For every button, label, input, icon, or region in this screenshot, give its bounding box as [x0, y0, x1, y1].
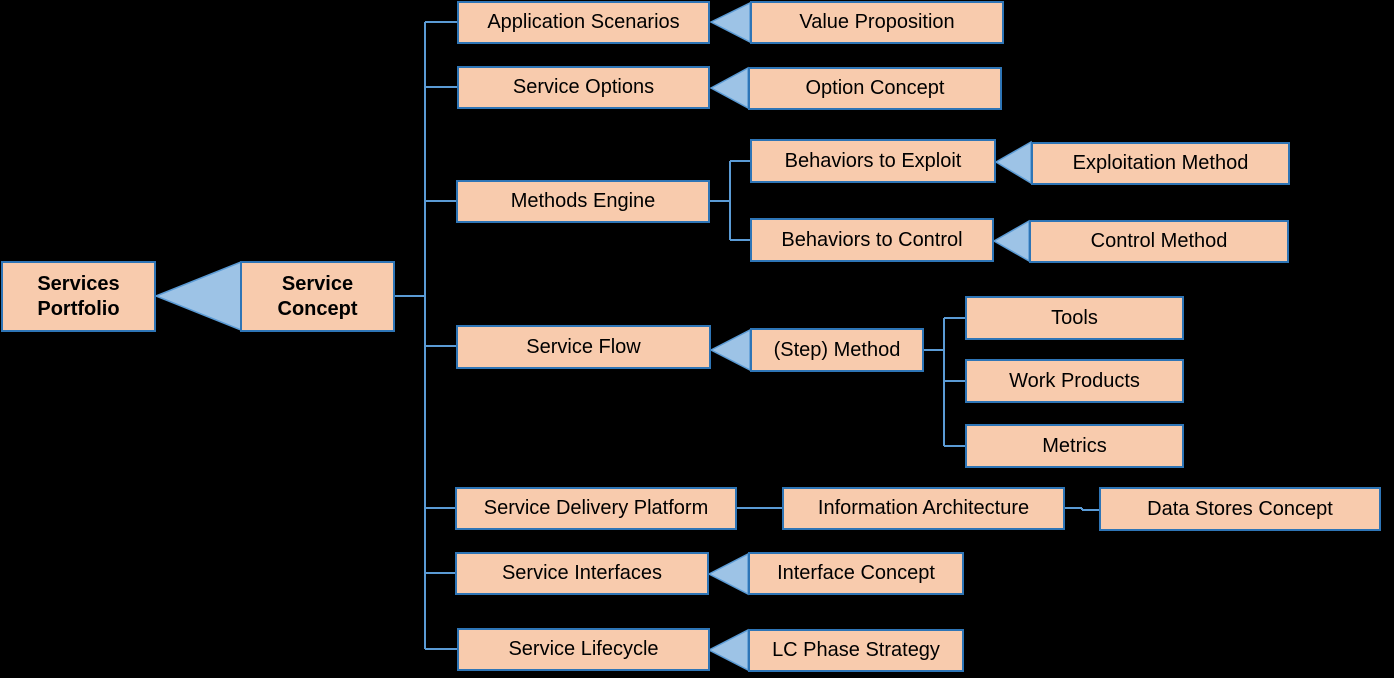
node-data-stores-concept: Data Stores Concept [1099, 487, 1381, 531]
node-service-lifecycle: Service Lifecycle [457, 628, 710, 671]
node-label: Data Stores Concept [1147, 497, 1333, 520]
node-metrics: Metrics [965, 424, 1184, 468]
aggregation-arrow [153, 260, 242, 332]
node-label: LC Phase Strategy [772, 639, 940, 661]
node-interface-concept: Interface Concept [748, 552, 964, 595]
node-label: Service Options [512, 76, 655, 98]
node-label: Exploitation Method [1072, 152, 1249, 174]
node-step-method: (Step) Method [750, 328, 924, 372]
node-label: Application Scenarios [487, 11, 680, 33]
node-label: Value Proposition [799, 11, 955, 33]
node-service-interfaces: Service Interfaces [455, 552, 709, 595]
aggregation-arrow [709, 328, 751, 372]
node-label: Option Concept [805, 77, 945, 99]
node-services-portfolio: Services Portfolio [1, 261, 156, 332]
node-label: Methods Engine [510, 190, 656, 212]
node-option-concept: Option Concept [748, 67, 1002, 110]
node-label: Metrics [1042, 434, 1107, 457]
node-service-options: Service Options [457, 66, 710, 109]
node-behaviors-to-control: Behaviors to Control [750, 218, 994, 262]
node-label: Service Concept [277, 272, 358, 320]
node-control-method: Control Method [1029, 220, 1289, 263]
node-application-scenarios: Application Scenarios [457, 1, 710, 44]
node-label: Information Architecture [817, 497, 1030, 519]
node-work-products: Work Products [965, 359, 1184, 403]
node-methods-engine: Methods Engine [456, 180, 710, 223]
node-value-proposition: Value Proposition [750, 1, 1004, 44]
aggregation-arrow [709, 66, 749, 110]
node-label: Service Interfaces [501, 562, 663, 584]
node-label: Service Flow [526, 335, 641, 358]
node-service-flow: Service Flow [456, 325, 711, 369]
node-label: Behaviors to Control [781, 228, 963, 251]
node-label: (Step) Method [773, 338, 901, 361]
node-behaviors-to-exploit: Behaviors to Exploit [750, 139, 996, 183]
node-label: Services Portfolio [37, 272, 120, 320]
node-service-concept: Service Concept [240, 261, 395, 332]
node-exploitation-method: Exploitation Method [1031, 142, 1290, 185]
node-label: Interface Concept [777, 562, 935, 584]
node-tools: Tools [965, 296, 1184, 340]
node-label: Service Lifecycle [508, 638, 659, 660]
aggregation-arrow [709, 1, 751, 44]
node-information-architecture: Information Architecture [782, 487, 1065, 530]
node-label: Service Delivery Platform [483, 497, 709, 519]
aggregation-arrow [707, 628, 749, 672]
aggregation-arrow [707, 552, 749, 596]
node-label: Behaviors to Exploit [784, 149, 962, 172]
node-label: Control Method [1090, 230, 1228, 252]
node-label: Tools [1051, 306, 1098, 329]
node-lc-phase-strategy: LC Phase Strategy [748, 629, 964, 672]
aggregation-arrow [992, 219, 1030, 263]
node-label: Work Products [1009, 369, 1140, 392]
aggregation-arrow [994, 140, 1032, 185]
node-service-delivery-platform: Service Delivery Platform [455, 487, 737, 530]
